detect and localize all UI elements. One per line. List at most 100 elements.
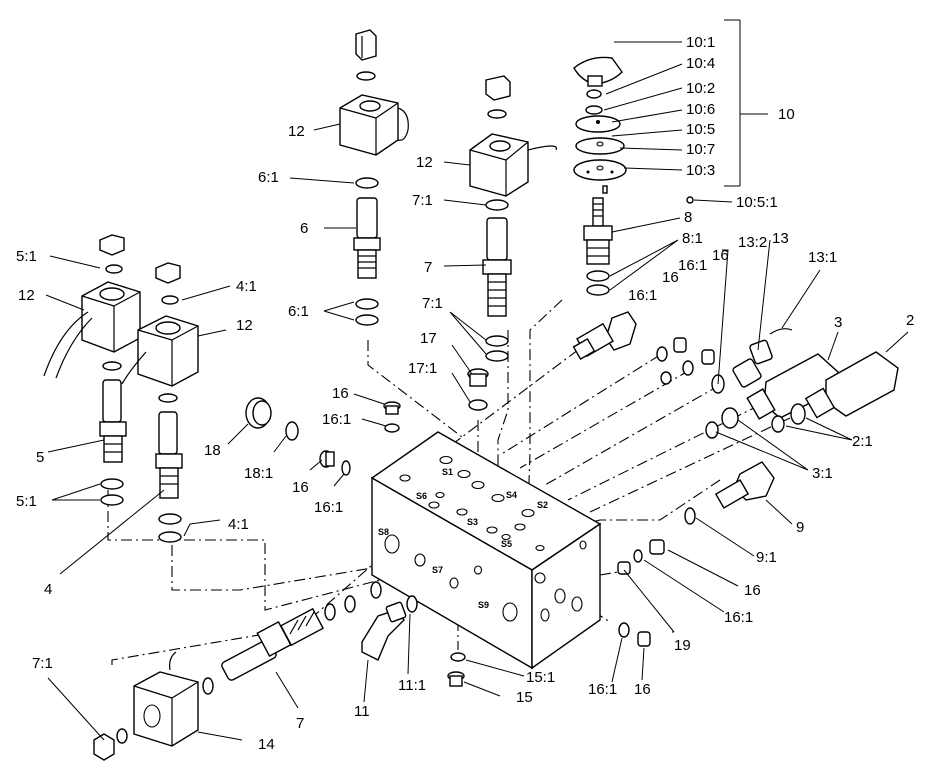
- washer-10-4: [586, 89, 602, 99]
- label-9: 9: [796, 519, 804, 536]
- port-s2-label: S2: [537, 500, 548, 510]
- label-10-4: 10:4: [686, 55, 715, 72]
- label-2: 2: [906, 312, 914, 329]
- o-ring-16-1-upper: [656, 346, 668, 362]
- solenoid-coil-14: [133, 651, 199, 747]
- label-16-1-bottom: 16:1: [588, 681, 617, 698]
- o-ring-5-1-b: [100, 494, 124, 506]
- port-s4-label: S4: [506, 490, 517, 500]
- detent-plate-10-3: [573, 159, 627, 194]
- label-4-1-lower: 4:1: [228, 516, 249, 533]
- label-9-1: 9:1: [756, 549, 777, 566]
- o-ring-3-1-b: [705, 421, 719, 439]
- o-ring-8-1-a: [586, 270, 610, 282]
- label-6-1-lower: 6:1: [288, 303, 309, 320]
- label-5: 5: [36, 449, 44, 466]
- cartridge-valve-right-upper: [572, 311, 637, 361]
- coil-nut-top: [355, 29, 377, 81]
- label-16-1-mid: 16:1: [322, 411, 351, 428]
- plug-18: [245, 397, 272, 429]
- cartridge-valve-2: [804, 351, 899, 419]
- o-ring-8-1-b: [586, 284, 610, 296]
- label-15: 15: [516, 689, 533, 706]
- label-10-5: 10:5: [686, 121, 715, 138]
- o-ring-7-1-lower: [116, 728, 128, 744]
- cartridge-valve-7-lower: [221, 607, 325, 681]
- coil-nut-centre: [485, 75, 511, 119]
- o-ring-5-1-a: [100, 478, 124, 490]
- solenoid-coil-12-left-b: [121, 315, 199, 387]
- label-10-7: 10:7: [686, 141, 715, 158]
- label-7-1-bottom: 7:1: [32, 655, 53, 672]
- coil-nut-4: [155, 262, 181, 305]
- label-16-1-left: 16:1: [314, 499, 343, 516]
- elbow-fitting-11: [361, 601, 407, 661]
- manual-valve-8: [583, 197, 613, 265]
- plug-16-mid: [383, 401, 401, 415]
- label-11: 11: [354, 703, 370, 720]
- label-13-1: 13:1: [808, 249, 837, 266]
- label-13: 13: [772, 230, 789, 247]
- port-s6-label: S6: [416, 491, 427, 501]
- label-7-1-upper: 7:1: [412, 192, 433, 209]
- plug-16-bottom: [637, 631, 651, 647]
- coil-nut-14: [93, 733, 115, 761]
- label-11-1: 11:1: [398, 677, 426, 694]
- port-s3-label: S3: [467, 517, 478, 527]
- label-19: 19: [674, 637, 691, 654]
- label-12-left-a: 12: [18, 287, 35, 304]
- detent-plate-10-7: [575, 137, 625, 155]
- solenoid-coil-12-centre: [469, 133, 558, 197]
- o-ring-16-1-f: [618, 622, 630, 638]
- label-16-left: 16: [292, 479, 309, 496]
- label-16-lower-right: 16: [744, 582, 761, 599]
- label-6-1-upper: 6:1: [258, 169, 279, 186]
- component-shapes: [43, 29, 899, 761]
- o-ring-3-1-a: [721, 407, 739, 429]
- o-ring-18-1: [285, 421, 299, 441]
- label-5-1-lower: 5:1: [16, 493, 37, 510]
- plug-16-upper-a: [673, 337, 687, 353]
- elbow-fitting-13: [732, 339, 773, 388]
- port-s7-label: S7: [432, 565, 443, 575]
- label-17-1: 17:1: [408, 360, 437, 377]
- label-15-1: 15:1: [526, 669, 555, 686]
- cartridge-valve-5: [99, 379, 127, 463]
- label-18-1: 18:1: [244, 465, 273, 482]
- o-ring-7-1-b: [485, 335, 509, 347]
- plug-16-left: [319, 450, 335, 468]
- label-14: 14: [258, 736, 275, 753]
- cartridge-valve-9: [714, 461, 775, 509]
- label-3: 3: [834, 314, 842, 331]
- label-12-centre: 12: [416, 154, 433, 171]
- pin-10-5-1: [686, 196, 694, 204]
- port-s8-label: S8: [378, 527, 389, 537]
- plug-19: [617, 561, 631, 575]
- o-ring-9-1: [684, 507, 696, 525]
- o-ring-7-lower-c: [370, 581, 382, 599]
- o-ring-2-1-b: [771, 415, 785, 433]
- leader-lines: [45, 19, 909, 741]
- o-ring-7-lower-b: [344, 595, 356, 613]
- o-ring-16-1-left: [341, 460, 351, 476]
- o-ring-7-lower-a: [324, 603, 336, 621]
- knob-10-1: [573, 56, 623, 87]
- o-ring-16-1-d: [660, 371, 672, 385]
- label-16-1-upper-a: 16:1: [678, 257, 707, 274]
- label-16-mid: 16: [332, 385, 349, 402]
- label-6: 6: [300, 220, 308, 237]
- label-2-1: 2:1: [852, 433, 873, 450]
- o-ring-15-1: [450, 652, 466, 662]
- washer-10-2: [585, 105, 603, 115]
- label-7-1-lower: 7:1: [422, 295, 443, 312]
- o-ring-16-1-e: [633, 549, 643, 563]
- label-4-1-upper: 4:1: [236, 278, 257, 295]
- port-s1-label: S1: [442, 467, 453, 477]
- o-ring-4-top: [158, 393, 178, 403]
- plug-16-upper-b: [701, 349, 715, 365]
- label-10-2: 10:2: [686, 80, 715, 97]
- plug-15: [447, 671, 465, 687]
- label-8: 8: [684, 209, 692, 226]
- label-16-bottom: 16: [634, 681, 651, 698]
